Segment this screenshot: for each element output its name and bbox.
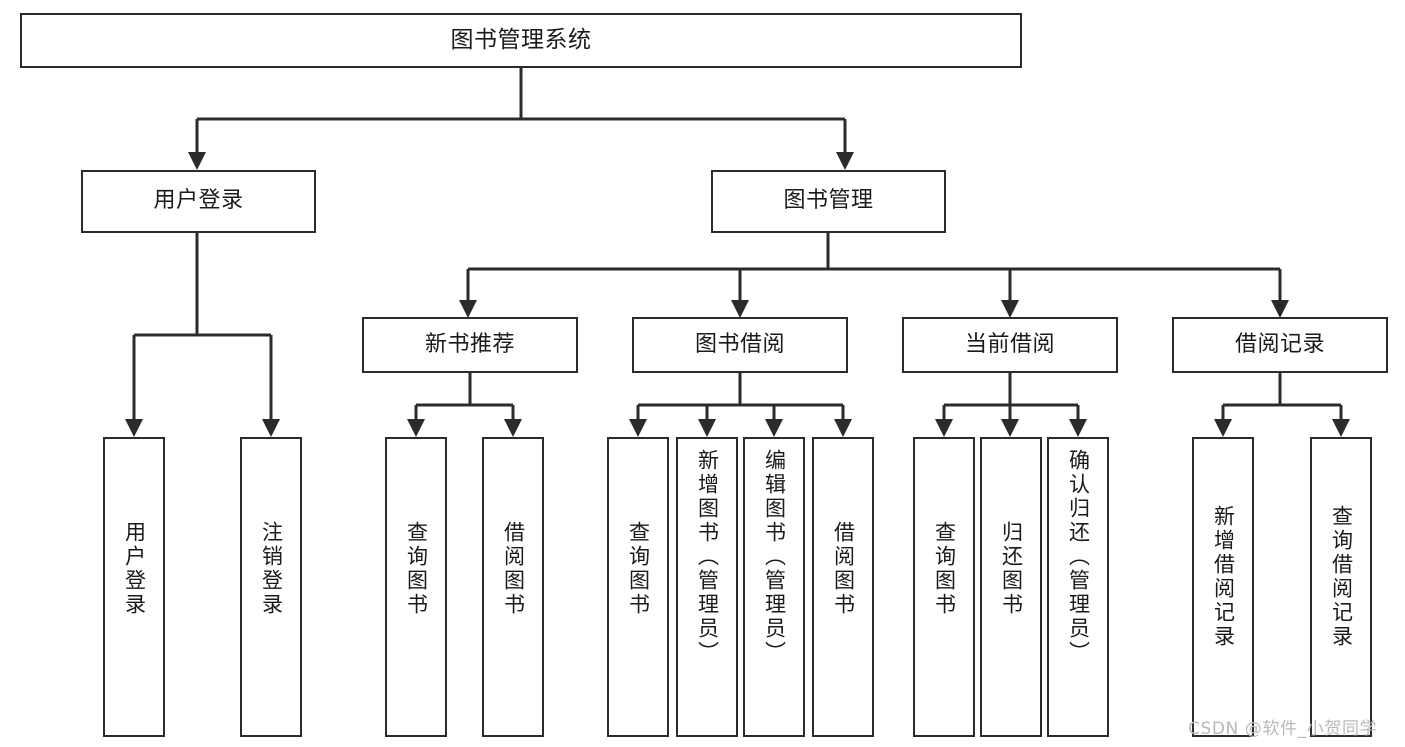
node-leaf-user-login[interactable]: 用户登录 xyxy=(103,437,165,737)
node-label: 用户登录 xyxy=(153,188,244,214)
node-label: 借阅记录 xyxy=(1234,331,1325,357)
node-label: 用户登录 xyxy=(122,521,147,617)
node-leaf-borrow-book[interactable]: 借阅图书 xyxy=(812,437,874,737)
node-leaf-query-book-current[interactable]: 查询图书 xyxy=(913,437,975,737)
node-current-borrow[interactable]: 当前借阅 xyxy=(902,317,1118,373)
node-leaf-add-borrow-record[interactable]: 新增借阅记录 xyxy=(1192,437,1254,737)
node-label: 查询借阅记录 xyxy=(1329,505,1354,649)
node-leaf-logout[interactable]: 注销登录 xyxy=(240,437,302,737)
node-leaf-query-book-recommend[interactable]: 查询图书 xyxy=(385,437,447,737)
node-user-login[interactable]: 用户登录 xyxy=(81,170,316,233)
node-label: 编辑图书（管理员） xyxy=(762,449,787,665)
node-leaf-query-book-borrow[interactable]: 查询图书 xyxy=(607,437,669,737)
node-book-management[interactable]: 图书管理 xyxy=(711,170,946,233)
node-leaf-edit-book-admin[interactable]: 编辑图书（管理员） xyxy=(743,437,805,737)
node-label: 图书借阅 xyxy=(694,331,785,357)
node-leaf-return-book[interactable]: 归还图书 xyxy=(980,437,1042,737)
node-leaf-query-borrow-record[interactable]: 查询借阅记录 xyxy=(1310,437,1372,737)
node-book-borrow[interactable]: 图书借阅 xyxy=(632,317,848,373)
node-label: 归还图书 xyxy=(999,521,1024,617)
node-label: 当前借阅 xyxy=(964,331,1055,357)
node-leaf-borrow-book-recommend[interactable]: 借阅图书 xyxy=(482,437,544,737)
node-label: 新书推荐 xyxy=(424,331,515,357)
node-label: 新增借阅记录 xyxy=(1211,505,1236,649)
node-label: 确认归还（管理员） xyxy=(1066,449,1091,665)
node-label: 图书管理系统 xyxy=(450,26,592,53)
node-new-book-recommend[interactable]: 新书推荐 xyxy=(362,317,578,373)
node-label: 查询图书 xyxy=(626,521,651,617)
node-leaf-add-book-admin[interactable]: 新增图书（管理员） xyxy=(676,437,738,737)
node-label: 借阅图书 xyxy=(501,521,526,617)
node-label: 借阅图书 xyxy=(831,521,856,617)
watermark-text: CSDN @软件_小贺同学 xyxy=(1188,719,1378,739)
node-root-system[interactable]: 图书管理系统 xyxy=(20,13,1022,68)
node-leaf-confirm-return-admin[interactable]: 确认归还（管理员） xyxy=(1047,437,1109,737)
node-label: 新增图书（管理员） xyxy=(695,449,720,665)
node-borrow-record[interactable]: 借阅记录 xyxy=(1172,317,1388,373)
node-label: 注销登录 xyxy=(259,521,284,617)
node-label: 查询图书 xyxy=(932,521,957,617)
node-label: 查询图书 xyxy=(404,521,429,617)
node-label: 图书管理 xyxy=(783,188,874,214)
